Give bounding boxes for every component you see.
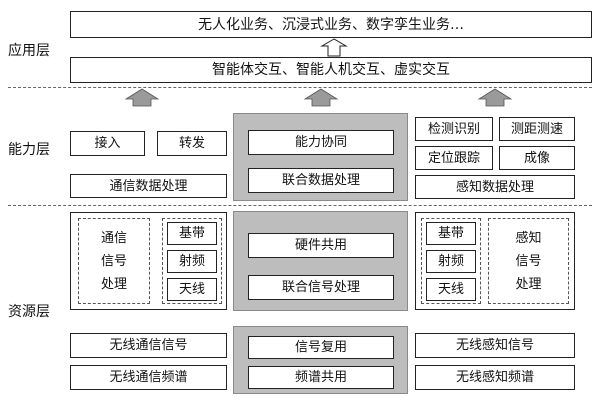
wireless-sense-spectrum-box: 无线感知频谱 <box>415 365 575 390</box>
sense-antenna-box: 天线 <box>426 278 476 301</box>
sense-baseband-box: 基带 <box>426 222 476 245</box>
comm-baseband-box: 基带 <box>167 222 217 245</box>
up-arrow-center-icon <box>303 88 339 107</box>
separator-app-capability <box>8 87 592 88</box>
sense-signal-processing-group <box>488 218 569 304</box>
comm-rf-box: 射频 <box>167 250 217 273</box>
ranging-speed-box: 测距测速 <box>499 117 575 141</box>
label-capability-layer: 能力层 <box>8 142 50 158</box>
wireless-comm-signal-box: 无线通信信号 <box>70 333 227 358</box>
sense-signal-processing-label: 感知 信号 处理 <box>515 230 542 292</box>
imaging-box: 成像 <box>499 146 575 170</box>
comm-antenna-box: 天线 <box>167 278 217 301</box>
separator-capability-resource <box>8 205 592 206</box>
forward-box: 转发 <box>157 131 227 156</box>
locate-track-box: 定位跟踪 <box>415 146 493 170</box>
sense-rf-box: 射频 <box>426 250 476 273</box>
label-resource-layer: 资源层 <box>8 304 50 320</box>
joint-signal-processing-box: 联合信号处理 <box>248 275 394 300</box>
hardware-sharing-box: 硬件共用 <box>248 233 394 258</box>
capability-collab-box: 能力协同 <box>248 130 394 155</box>
wireless-comm-spectrum-box: 无线通信频谱 <box>70 365 227 390</box>
wireless-sense-signal-box: 无线感知信号 <box>415 333 575 358</box>
detect-recognize-box: 检测识别 <box>415 117 493 141</box>
interaction-box: 智能体交互、智能人机交互、虚实交互 <box>70 57 592 83</box>
label-application-layer: 应用层 <box>8 43 50 59</box>
sense-data-processing-box: 感知数据处理 <box>415 175 575 199</box>
comm-signal-processing-group <box>78 218 150 304</box>
up-arrow-left-icon <box>124 88 160 107</box>
services-box: 无人化业务、沉浸式业务、数字孪生业务… <box>70 11 592 38</box>
comm-data-processing-box: 通信数据处理 <box>70 174 227 198</box>
comm-signal-processing-label: 通信 信号 处理 <box>100 230 127 292</box>
spectrum-sharing-box: 频谱共用 <box>248 366 394 389</box>
access-box: 接入 <box>70 131 145 156</box>
up-arrow-outline-icon <box>320 38 348 57</box>
up-arrow-right-icon <box>477 88 513 107</box>
joint-data-processing-box: 联合数据处理 <box>248 168 394 193</box>
signal-reuse-box: 信号复用 <box>248 336 394 359</box>
